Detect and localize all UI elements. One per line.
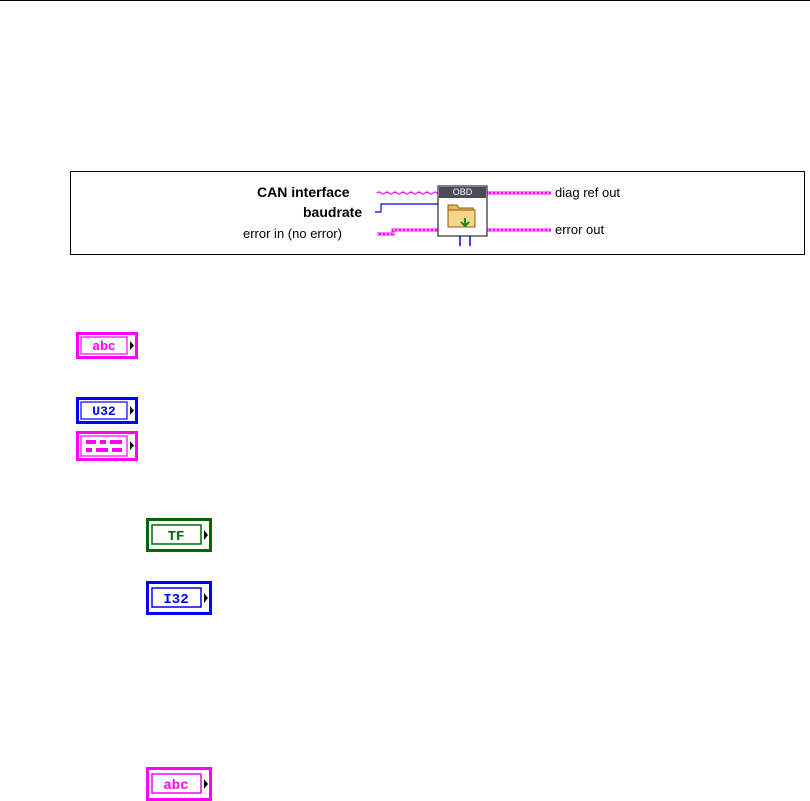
output-label-error-out: error out xyxy=(555,222,605,237)
terminal-status-boolean-icon: TF xyxy=(146,518,212,552)
wire-error-in xyxy=(377,228,438,236)
terminal-source-string-icon: abc xyxy=(146,767,212,801)
svg-text:U32: U32 xyxy=(92,404,116,419)
input-label-error-in: error in (no error) xyxy=(243,226,342,241)
svg-text:abc: abc xyxy=(163,778,188,794)
top-rule xyxy=(0,0,810,1)
input-label-baudrate: baudrate xyxy=(303,204,363,220)
obd-vi-icon xyxy=(437,185,488,237)
input-label-can-interface: CAN interface xyxy=(257,184,350,200)
wire-can-interface xyxy=(376,191,446,195)
wire-baudrate xyxy=(375,203,438,213)
svg-text:abc: abc xyxy=(92,339,116,354)
terminal-can-interface-string-icon: abc xyxy=(76,332,138,359)
terminal-error-in-cluster-icon xyxy=(76,431,138,461)
output-label-diag-ref-out: diag ref out xyxy=(555,185,621,200)
svg-text:I32: I32 xyxy=(163,592,188,608)
terminal-code-i32-icon: I32 xyxy=(146,581,212,615)
connector-wires xyxy=(375,185,551,246)
connector-pane: CAN interface baudrate error in (no erro… xyxy=(70,171,805,255)
vi-icon-title: OBD xyxy=(452,187,473,197)
terminal-baudrate-u32-icon: U32 xyxy=(76,397,138,424)
svg-text:TF: TF xyxy=(168,529,185,545)
